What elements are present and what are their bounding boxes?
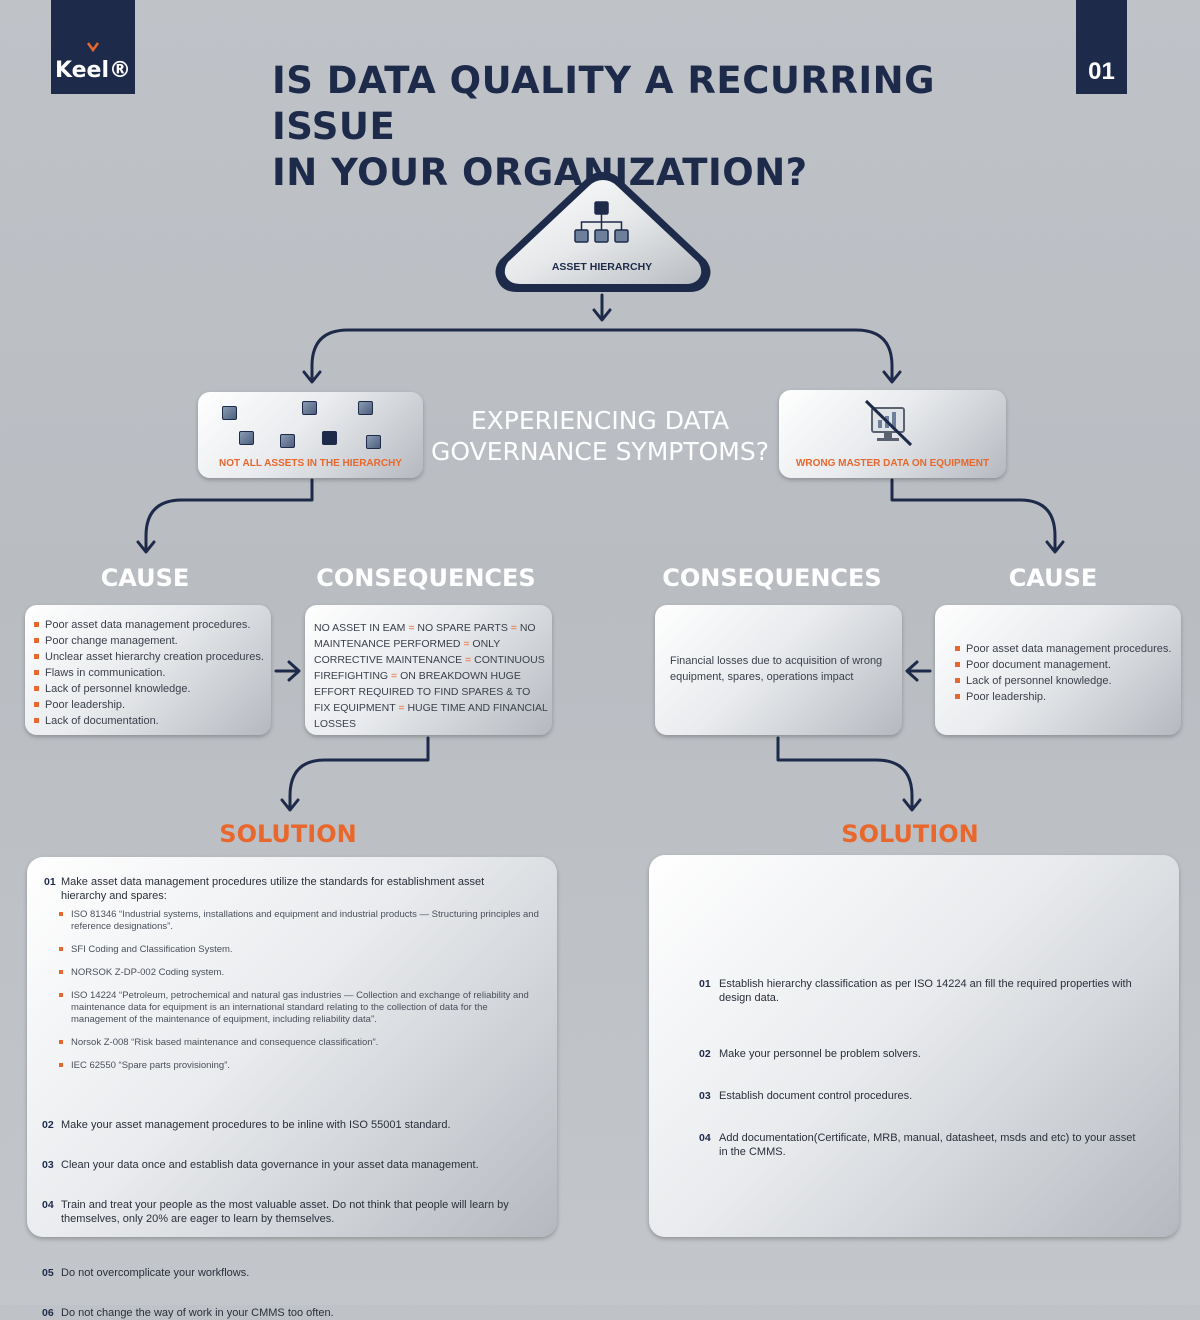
solution-item: 01 Make asset data management procedures… xyxy=(44,875,511,903)
solution-item: 05 Do not overcomplicate your workflows. xyxy=(42,1266,531,1280)
cause-item: Poor document management. xyxy=(955,657,1179,673)
solution-number: 04 xyxy=(699,1132,711,1144)
hierarchy-icon xyxy=(574,201,629,243)
left-consequences-title: CONSEQUENCES xyxy=(316,564,536,592)
solution-item: 02 Make your asset management procedures… xyxy=(42,1118,531,1132)
right-solution-title: SOLUTION xyxy=(841,820,979,848)
solution-text: Clean your data once and establish data … xyxy=(61,1159,479,1171)
right-cause-title: CAUSE xyxy=(1008,564,1098,592)
cause-item: Poor leadership. xyxy=(955,689,1179,705)
solution-number: 01 xyxy=(699,978,711,990)
right-consequences-title: CONSEQUENCES xyxy=(662,564,882,592)
symptom-label-right: WRONG MASTER DATA ON EQUIPMENT xyxy=(795,458,990,469)
solution-number: 02 xyxy=(699,1048,711,1060)
asset-hierarchy-label: ASSET HIERARCHY xyxy=(551,261,653,273)
solution-item: 03 Clean your data once and establish da… xyxy=(42,1158,531,1172)
symptoms-question: EXPERIENCING DATA GOVERNANCE SYMPTOMS? xyxy=(430,405,770,467)
standard-item: ISO 81346 “Industrial systems, installat… xyxy=(59,909,539,933)
left-consequences-text: NO ASSET IN EAM = NO SPARE PARTS = NO MA… xyxy=(314,620,548,732)
standards-list: ISO 81346 “Industrial systems, installat… xyxy=(59,909,539,1072)
consequence-step: HUGE TIME AND FINANCIAL LOSSES xyxy=(314,702,548,730)
solution-item: 04 Add documentation(Certificate, MRB, m… xyxy=(699,1131,1139,1159)
solution-number: 03 xyxy=(699,1090,711,1102)
cause-item: Poor asset data management procedures. xyxy=(955,641,1179,657)
symptom-label-left: NOT ALL ASSETS IN THE HIERARCHY xyxy=(219,458,402,469)
left-consequences-card: NO ASSET IN EAM = NO SPARE PARTS = NO MA… xyxy=(305,605,552,735)
solution-text: Do not change the way of work in your CM… xyxy=(61,1307,334,1319)
equals-sign: = xyxy=(507,622,520,634)
title-line-1: IS DATA QUALITY A RECURRING ISSUE xyxy=(272,59,935,148)
right-consequences-card: Financial losses due to acquisition of w… xyxy=(655,605,902,735)
crossed-monitor-icon xyxy=(864,399,913,447)
solution-text: Make your asset management procedures to… xyxy=(61,1119,451,1131)
right-consequences-text: Financial losses due to acquisition of w… xyxy=(670,655,883,683)
equals-sign: = xyxy=(460,638,473,650)
solution-number: 05 xyxy=(42,1267,54,1279)
solution-text: Add documentation(Certificate, MRB, manu… xyxy=(719,1132,1136,1158)
solution-item: 06 Do not change the way of work in your… xyxy=(42,1306,531,1320)
title-line-2: IN YOUR ORGANIZATION? xyxy=(272,151,808,194)
consequence-step: NO ASSET IN EAM xyxy=(314,622,406,634)
equals-sign: = xyxy=(388,670,401,682)
left-cause-card: Poor asset data management procedures. P… xyxy=(25,605,271,735)
solution-item: 04 Train and treat your people as the mo… xyxy=(42,1198,531,1226)
consequence-step: ON BREAKDOWN HUGE EFFORT REQUIRED TO FIN… xyxy=(314,670,531,714)
equals-sign: = xyxy=(462,654,475,666)
logo-text: Keel® xyxy=(54,58,132,83)
standard-item: Norsok Z-008 “Risk based maintenance and… xyxy=(59,1037,539,1049)
question-line-2: GOVERNANCE SYMPTOMS? xyxy=(430,437,770,466)
symptom-card-left: NOT ALL ASSETS IN THE HIERARCHY xyxy=(198,392,423,478)
consequence-step: ONLY CORRECTIVE MAINTENANCE xyxy=(314,638,501,666)
right-cause-card: Poor asset data management procedures. P… xyxy=(935,605,1181,735)
cause-item: Unclear asset hierarchy creation procedu… xyxy=(34,649,270,665)
cause-item: Lack of documentation. xyxy=(34,713,270,729)
standard-item: IEC 62550 “Spare parts provisioning”. xyxy=(59,1060,539,1072)
standard-item: ISO 14224 “Petroleum, petrochemical and … xyxy=(59,990,539,1026)
left-cause-title: CAUSE xyxy=(100,564,190,592)
company-logo: Keel® xyxy=(51,0,135,94)
consequence-step: NO SPARE PARTS xyxy=(417,622,508,634)
solution-item: 03 Establish document control procedures… xyxy=(699,1089,1139,1103)
solution-text: Train and treat your people as the most … xyxy=(61,1199,509,1225)
left-solution-card: 01 Make asset data management procedures… xyxy=(27,857,557,1319)
symptom-card-right: WRONG MASTER DATA ON EQUIPMENT xyxy=(779,390,1006,478)
solution-text: Establish hierarchy classification as pe… xyxy=(719,978,1132,1004)
equals-sign: = xyxy=(405,622,418,634)
cause-item: Poor asset data management procedures. xyxy=(34,617,270,633)
right-cause-list: Poor asset data management procedures. P… xyxy=(955,641,1179,705)
left-solution-title: SOLUTION xyxy=(219,820,357,848)
cause-item: Poor leadership. xyxy=(34,697,270,713)
solution-number: 06 xyxy=(42,1307,54,1319)
cause-item: Lack of personnel knowledge. xyxy=(34,681,270,697)
logo-arrow-icon xyxy=(87,42,99,52)
cause-item: Lack of personnel knowledge. xyxy=(955,673,1179,689)
solution-number: 04 xyxy=(42,1199,54,1211)
left-cause-list: Poor asset data management procedures. P… xyxy=(34,617,270,729)
solution-text: Do not overcomplicate your workflows. xyxy=(61,1267,250,1279)
question-line-1: EXPERIENCING DATA xyxy=(470,406,730,435)
solution-text: Establish document control procedures. xyxy=(719,1090,913,1102)
solution-item: 02 Make your personnel be problem solver… xyxy=(699,1047,1139,1061)
solution-number: 02 xyxy=(42,1119,54,1131)
cause-item: Flaws in communication. xyxy=(34,665,270,681)
standard-item: NORSOK Z-DP-002 Coding system. xyxy=(59,967,539,979)
consequence-step: NO MAINTENANCE PERFORMED xyxy=(314,622,536,650)
equals-sign: = xyxy=(395,702,408,714)
standard-item: SFI Coding and Classification System. xyxy=(59,944,539,956)
page-title: IS DATA QUALITY A RECURRING ISSUE IN YOU… xyxy=(272,58,972,196)
solution-number: 03 xyxy=(42,1159,54,1171)
solution-number: 01 xyxy=(44,876,56,888)
page-number: 01 xyxy=(1076,0,1127,94)
solution-item: 01 Establish hierarchy classification as… xyxy=(699,977,1139,1005)
solution-text: Make your personnel be problem solvers. xyxy=(719,1048,921,1060)
cause-item: Poor change management. xyxy=(34,633,270,649)
right-solution-card: 01 Establish hierarchy classification as… xyxy=(649,855,1179,1237)
consequence-step: CONTINUOUS FIREFIGHTING xyxy=(314,654,545,682)
solution-text: Make asset data management procedures ut… xyxy=(61,876,485,902)
